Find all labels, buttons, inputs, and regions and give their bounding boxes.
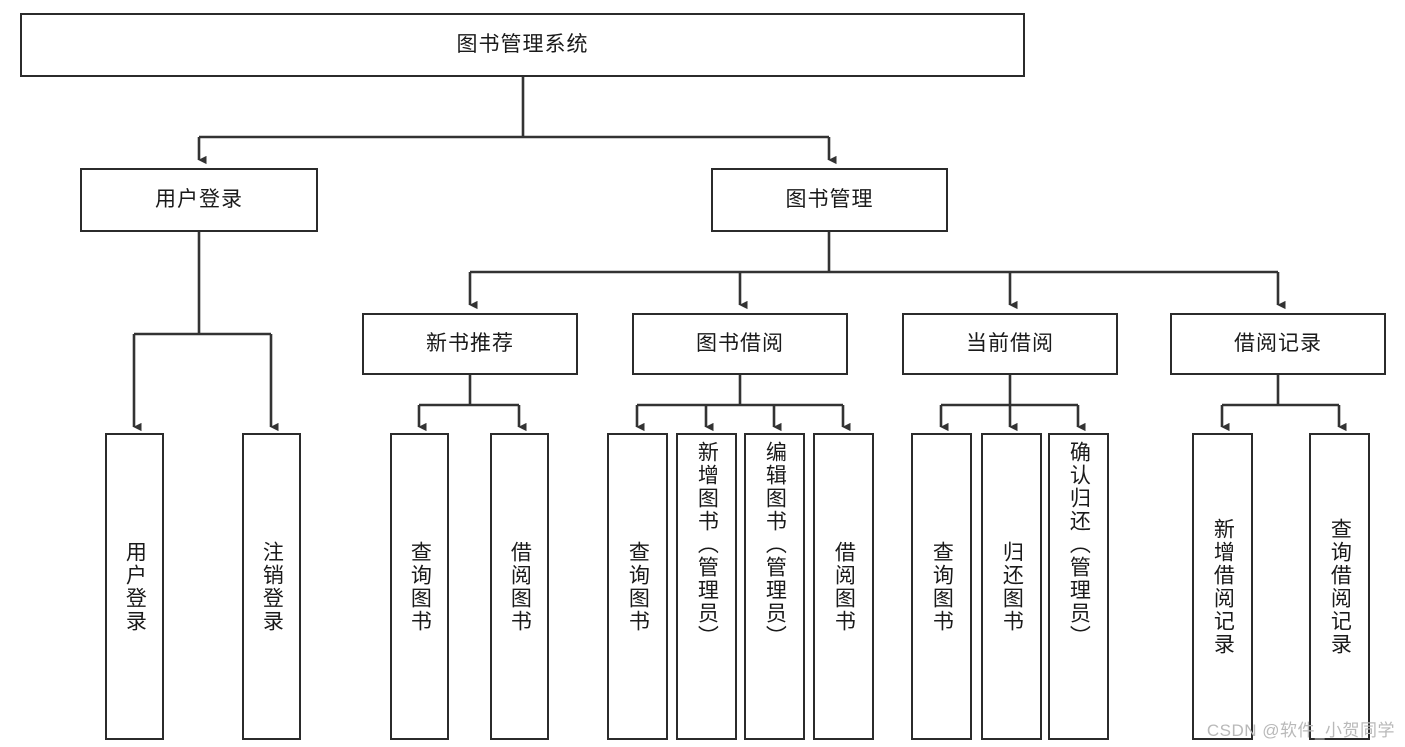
node-label: 图书管理 (785, 187, 874, 211)
leaf-newbook-query-book[interactable]: 查询图书 (390, 433, 449, 740)
node-label: 借阅记录 (1234, 331, 1322, 355)
node-label: 归还图书 (1000, 540, 1024, 633)
node-label: 图书管理系统 (456, 32, 589, 56)
node-label: 编辑图书（管理员） (763, 441, 787, 648)
edges-userlogin-to-leaves (132, 232, 279, 432)
node-borrow-record[interactable]: 借阅记录 (1170, 313, 1386, 375)
leaf-record-add-record[interactable]: 新增借阅记录 (1192, 433, 1253, 740)
node-label: 查询图书 (930, 540, 954, 633)
node-label: 查询借阅记录 (1328, 517, 1352, 656)
node-book-borrow[interactable]: 图书借阅 (632, 313, 848, 375)
node-label: 查询图书 (408, 540, 432, 633)
leaf-borrow-add-book-admin[interactable]: 新增图书（管理员） (676, 433, 737, 740)
leaf-borrow-query-book[interactable]: 查询图书 (607, 433, 668, 740)
edges-currentborrow-to-leaves (939, 375, 1086, 432)
node-current-borrow[interactable]: 当前借阅 (902, 313, 1118, 375)
node-label: 图书借阅 (696, 331, 784, 355)
leaf-newbook-borrow-book[interactable]: 借阅图书 (490, 433, 549, 740)
node-root-system[interactable]: 图书管理系统 (20, 13, 1025, 77)
node-label: 用户登录 (155, 187, 243, 211)
node-new-book-recommend[interactable]: 新书推荐 (362, 313, 578, 375)
node-label: 确认归还（管理员） (1067, 441, 1091, 648)
node-label: 注销登录 (260, 540, 284, 633)
edges-borrowrecord-to-leaves (1220, 375, 1347, 432)
node-book-management[interactable]: 图书管理 (711, 168, 948, 232)
node-label: 用户登录 (123, 540, 147, 633)
leaf-record-query-record[interactable]: 查询借阅记录 (1309, 433, 1370, 740)
leaf-user-login[interactable]: 用户登录 (105, 433, 164, 740)
node-label: 当前借阅 (966, 331, 1054, 355)
leaf-borrow-edit-book-admin[interactable]: 编辑图书（管理员） (744, 433, 805, 740)
leaf-current-confirm-return-admin[interactable]: 确认归还（管理员） (1048, 433, 1109, 740)
node-user-login[interactable]: 用户登录 (80, 168, 318, 232)
node-label: 新书推荐 (426, 331, 514, 355)
node-label: 查询图书 (626, 540, 650, 633)
node-label: 借阅图书 (832, 540, 856, 633)
edges-root-to-level1 (197, 77, 837, 165)
node-label: 新增图书（管理员） (695, 441, 719, 648)
leaf-current-query-book[interactable]: 查询图书 (911, 433, 972, 740)
leaf-borrow-borrow-book[interactable]: 借阅图书 (813, 433, 874, 740)
edges-bookborrow-to-leaves (635, 375, 851, 432)
watermark: CSDN @软件_小贺同学 (1206, 721, 1395, 740)
edges-newbook-to-leaves (417, 375, 527, 432)
leaf-logout[interactable]: 注销登录 (242, 433, 301, 740)
edges-bookmgmt-to-level2 (468, 232, 1286, 310)
node-label: 借阅图书 (508, 540, 532, 633)
node-label: 新增借阅记录 (1211, 517, 1235, 656)
leaf-current-return-book[interactable]: 归还图书 (981, 433, 1042, 740)
